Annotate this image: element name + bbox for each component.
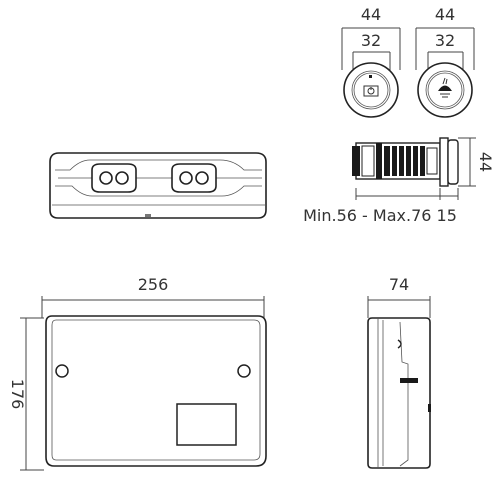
- dim-box-width: 256: [138, 275, 169, 294]
- shower-button-front: [417, 62, 473, 118]
- control-box-side-view: 74: [367, 275, 431, 469]
- shower-icon: [438, 77, 452, 98]
- dim-box-depth: 74: [389, 275, 409, 294]
- dim-button2-inner: 32: [435, 31, 455, 50]
- control-box-front-view: 256 176: [8, 275, 267, 471]
- label-plate: [176, 403, 237, 446]
- connector-right: [171, 163, 217, 193]
- control-box-top-view: [49, 152, 267, 219]
- dim-button-outer: 44: [361, 5, 381, 24]
- screw-left: [55, 364, 69, 378]
- dim-button-depth: Min.56 - Max.76 15: [303, 206, 457, 225]
- button-side-view: 44 Min.56 - Max.76 15: [303, 137, 495, 225]
- power-icon: [363, 75, 379, 97]
- power-button-front: [343, 62, 399, 118]
- dim-box-height: 176: [8, 379, 27, 410]
- dim-button-inner: 32: [361, 31, 381, 50]
- dim-button-side-height: 44: [476, 152, 495, 172]
- screw-right: [237, 364, 251, 378]
- dim-button2-outer: 44: [435, 5, 455, 24]
- button-dimensions: 44 32 44 32: [341, 5, 475, 70]
- connector-left: [91, 163, 137, 193]
